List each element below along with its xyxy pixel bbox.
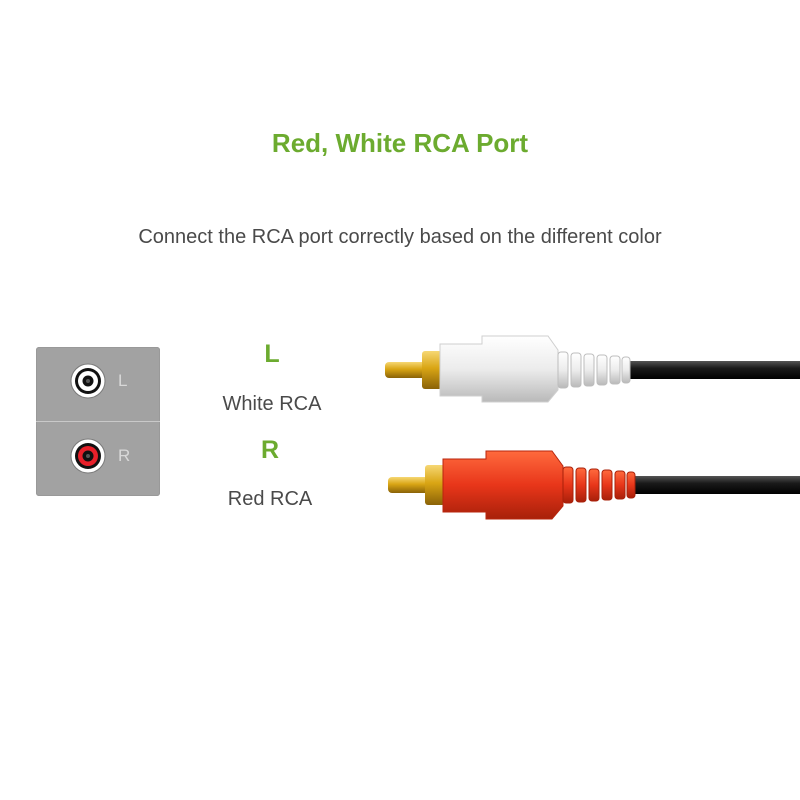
red-rca-plug-icon: [388, 450, 800, 520]
white-plug-cable: [625, 361, 800, 379]
white-plug-sleeve: [422, 351, 442, 389]
red-plug-sleeve: [425, 465, 445, 505]
page-title: Red, White RCA Port: [271, 128, 529, 158]
white-plug-body: [439, 335, 559, 403]
page-subtitle: Connect the RCA port correctly based on …: [138, 226, 662, 248]
red-plug-cable: [630, 476, 800, 494]
white-rca-plug-icon: [385, 335, 800, 403]
jack-row-left: L: [36, 347, 160, 421]
red-plug-body: [442, 450, 564, 520]
red-plug-pin: [388, 477, 430, 493]
jack-label-left: L: [118, 371, 128, 390]
channel-right-name: Red RCA: [227, 488, 313, 510]
rca-jack-panel: L R: [36, 347, 160, 496]
jack-label-right: R: [118, 446, 131, 465]
red-rca-jack-icon: [70, 438, 106, 474]
red-plug-strain-relief: [562, 466, 636, 504]
white-rca-jack-icon: [70, 363, 106, 399]
white-plug-strain-relief: [557, 351, 631, 389]
channel-right-letter: R: [260, 436, 280, 464]
channel-left-letter: L: [264, 340, 280, 368]
white-plug-pin: [385, 362, 427, 378]
jack-row-right: R: [36, 422, 160, 496]
channel-left-name: White RCA: [222, 393, 322, 415]
panel-divider: [36, 421, 160, 422]
